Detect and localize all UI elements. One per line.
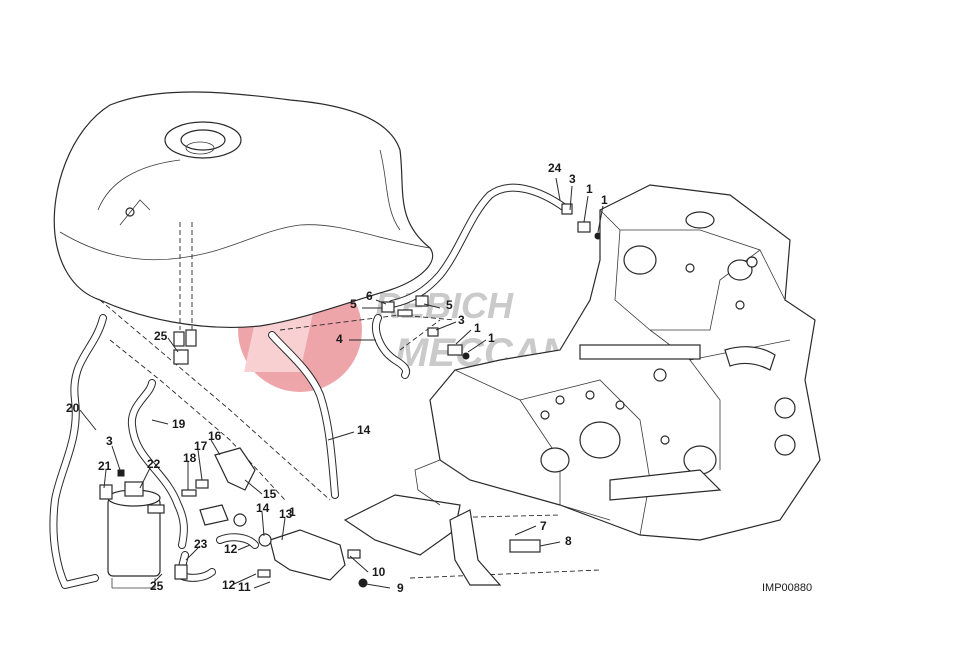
callout-3: 3 (458, 313, 465, 327)
callout-6: 6 (366, 289, 373, 303)
fuel-tank (53, 91, 434, 329)
callout-10: 10 (372, 565, 386, 579)
hose-19 (127, 379, 188, 549)
callout-19: 19 (172, 417, 186, 431)
callout-13: 13 (279, 507, 293, 521)
callout-5: 5 (446, 298, 453, 312)
callout-4: 4 (336, 332, 343, 346)
callout-24: 24 (548, 161, 562, 175)
callout-14: 14 (357, 423, 371, 437)
callout-1: 1 (488, 331, 495, 345)
callout-11: 11 (238, 580, 251, 594)
hose-14 (268, 331, 339, 499)
callout-1: 1 (474, 321, 481, 335)
callout-12: 12 (222, 578, 236, 592)
drawing-code: IMP00880 (762, 582, 812, 594)
callout-3: 3 (569, 172, 576, 186)
callout-20: 20 (66, 401, 80, 415)
engine-bracket (343, 494, 541, 586)
engine-assembly (414, 184, 821, 541)
callout-22: 22 (147, 457, 161, 471)
callout-5: 5 (350, 297, 357, 311)
fittings (173, 203, 602, 365)
leader-lines (79, 177, 604, 589)
callout-7: 7 (540, 519, 547, 533)
callout-12: 12 (224, 542, 238, 556)
callout-1: 1 (586, 182, 593, 196)
callout-14: 14 (256, 501, 270, 515)
hose-4 (372, 314, 411, 379)
callout-25: 25 (154, 329, 168, 343)
hose-20 (49, 314, 107, 589)
hose-12 (216, 533, 259, 549)
mounting-bracket (99, 447, 368, 588)
callout-9: 9 (397, 581, 404, 595)
callout-8: 8 (565, 534, 572, 548)
callout-labels: 24 3 1 1 6 5 5 4 3 1 1 25 20 19 3 16 17 … (66, 161, 608, 595)
callout-23: 23 (194, 537, 208, 551)
callout-15: 15 (263, 487, 277, 501)
callout-21: 21 (98, 459, 112, 473)
callout-3: 3 (106, 434, 113, 448)
callout-1: 1 (601, 193, 608, 207)
callout-17: 17 (194, 439, 208, 453)
callout-18: 18 (183, 451, 197, 465)
callout-1: 1 (289, 505, 296, 519)
callout-25: 25 (150, 579, 164, 593)
vapor-canister (107, 481, 165, 589)
hose-24 (388, 183, 569, 308)
callout-16: 16 (208, 429, 222, 443)
